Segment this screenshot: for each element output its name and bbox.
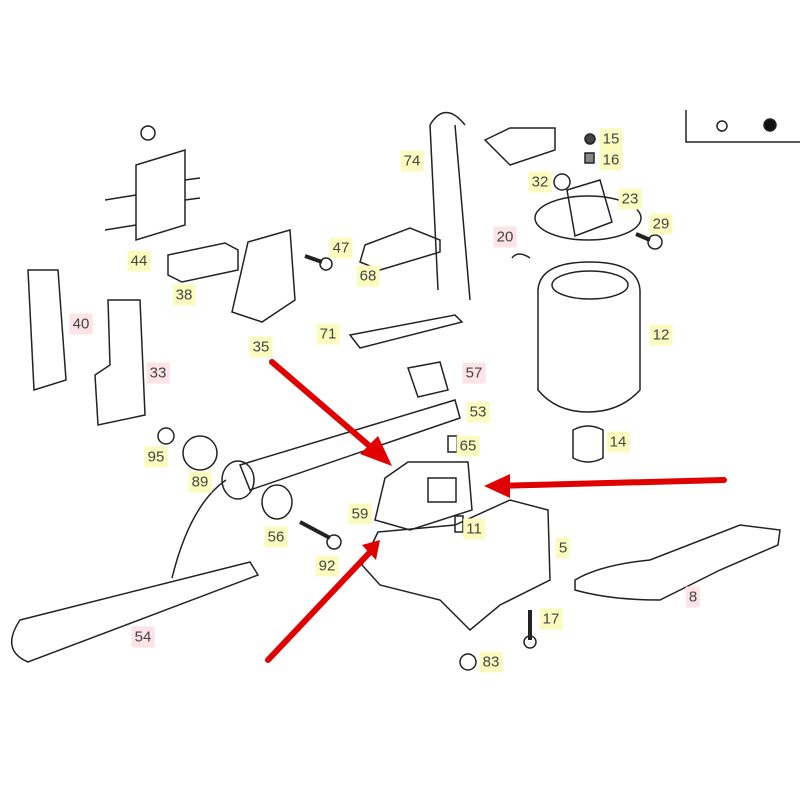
arm-53	[238, 399, 461, 491]
u-bolt-74	[429, 111, 471, 301]
inset-washer-icon	[716, 120, 728, 132]
bolt-47	[319, 257, 333, 271]
part-label[interactable]: 53	[466, 401, 490, 423]
bracket-33	[94, 299, 146, 426]
bolt-top	[140, 125, 156, 141]
part-label[interactable]: 47	[329, 237, 353, 259]
bracket-40	[27, 269, 67, 392]
part-label[interactable]: 68	[356, 265, 380, 287]
arrow-2	[492, 477, 727, 489]
part-label[interactable]: 20	[493, 226, 517, 248]
bumper-14	[572, 425, 604, 463]
arrow-head-2	[484, 474, 510, 498]
part-label[interactable]: 95	[144, 446, 168, 468]
part-label[interactable]: 54	[131, 626, 155, 648]
arrow-1	[269, 359, 383, 458]
clip-20	[511, 253, 531, 259]
part-label[interactable]: 12	[649, 324, 673, 346]
block-38	[167, 242, 239, 283]
red-arrows	[265, 359, 727, 663]
part-label[interactable]: 57	[462, 362, 486, 384]
part-label[interactable]: 16	[599, 149, 623, 171]
arrow-head-1	[360, 436, 392, 466]
part-68	[359, 227, 441, 271]
arrow-head-3	[362, 540, 380, 560]
part-label[interactable]: 11	[463, 518, 485, 540]
plate-71	[348, 314, 464, 349]
part-label[interactable]: 59	[348, 503, 372, 525]
part-label[interactable]: 35	[249, 336, 273, 358]
part-label[interactable]: 23	[618, 188, 642, 210]
bracket-35	[231, 229, 296, 323]
part-label[interactable]: 14	[606, 431, 630, 453]
leader-curve	[171, 479, 227, 579]
inset-frame	[685, 110, 800, 143]
part-label[interactable]: 65	[456, 435, 480, 457]
part-label[interactable]: 15	[599, 128, 623, 150]
part-label[interactable]: 92	[315, 555, 339, 577]
part-label[interactable]: 17	[539, 608, 563, 630]
part-label[interactable]: 38	[172, 284, 196, 306]
plate-23	[534, 195, 642, 241]
part-8	[574, 524, 781, 601]
part-57	[407, 361, 449, 398]
air-spring-12	[537, 261, 641, 413]
part-label[interactable]: 83	[479, 651, 503, 673]
part-label[interactable]: 33	[146, 362, 170, 384]
arrow-3	[265, 547, 375, 663]
part-label[interactable]: 71	[316, 323, 340, 345]
part-label[interactable]: 56	[264, 526, 288, 548]
part-label[interactable]: 32	[528, 171, 552, 193]
part-label[interactable]: 89	[188, 471, 212, 493]
bracket-44	[135, 148, 186, 242]
leaf-spring-54	[11, 561, 260, 663]
bracket-5	[361, 499, 551, 632]
inset-nut-icon	[763, 118, 777, 132]
part-label[interactable]: 74	[400, 150, 424, 172]
part-label[interactable]: 44	[127, 250, 151, 272]
part-label[interactable]: 5	[555, 537, 571, 559]
part-label[interactable]: 40	[69, 313, 93, 335]
part-label[interactable]: 8	[685, 586, 701, 608]
part-label[interactable]: 29	[649, 213, 673, 235]
mount-59	[374, 461, 473, 531]
